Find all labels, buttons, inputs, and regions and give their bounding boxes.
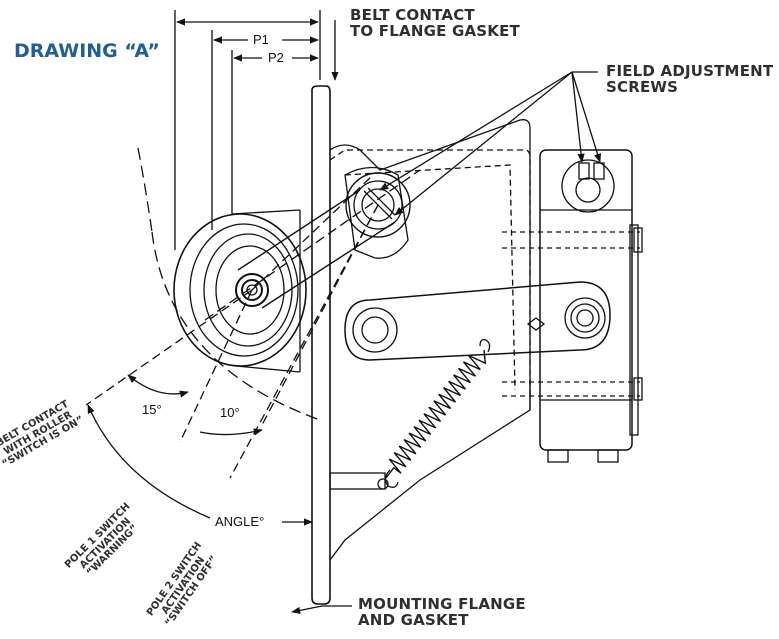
adjustment-screw (593, 162, 605, 180)
callout-line: MOUNTING FLANGE (358, 595, 526, 613)
roller-axle (246, 284, 258, 296)
pivot-hub-body (344, 166, 409, 259)
angle-label-10: 10° (220, 405, 240, 420)
link-pin (526, 317, 546, 331)
callout-line: SCREWS (606, 77, 679, 96)
callout-belt-contact-flange: BELT CONTACT TO FLANGE GASKET (350, 6, 520, 40)
cam-pivot-right (564, 297, 606, 339)
adjustment-dial-inner (361, 188, 395, 222)
dimension-label-p1: P1 (253, 32, 269, 47)
angle-arc-15 (127, 374, 189, 398)
callout-line: TO FLANGE GASKET (350, 21, 520, 40)
cam-link-arm (344, 281, 611, 361)
spring-anchor-pin (377, 478, 389, 490)
drawing-title: DRAWING “A” (14, 40, 160, 62)
spring-hook (479, 338, 491, 353)
leader-field-adjustment (571, 71, 602, 163)
callout-line: BELT CONTACT (350, 6, 475, 24)
angle-arc-main (87, 404, 211, 519)
adjustment-boss-inner (575, 177, 601, 203)
roller-side (231, 209, 301, 373)
roller-face (215, 245, 285, 335)
bolt-head (633, 377, 643, 401)
housing-bracket (329, 119, 531, 171)
angle-ray-10 (179, 289, 253, 443)
housing-hidden-line (329, 149, 531, 395)
tension-spring (385, 349, 487, 479)
housing-hidden-line (344, 164, 516, 391)
cam-pivot-right-center (576, 309, 594, 327)
callout-field-adjustment: FIELD ADJUSTMENT SCREWS (606, 62, 774, 96)
switch-box-cover (629, 224, 639, 436)
adjustment-dial-mark (367, 187, 396, 216)
cam-pivot-left (352, 307, 398, 353)
callout-mounting-flange: MOUNTING FLANGE AND GASKET (358, 595, 526, 629)
roller-swing-arc-top (137, 147, 153, 233)
dimension-label-p2: P2 (268, 50, 284, 65)
leader-field-adjustment (571, 71, 585, 163)
spring-anchor-block (329, 472, 386, 490)
cam-pivot-right-inner (570, 303, 600, 333)
angle-ray-15 (85, 289, 253, 406)
adjustment-dial-outer (345, 172, 411, 238)
switch-box-foot (597, 449, 619, 463)
bolt-head (633, 227, 643, 253)
adjustment-dial (353, 180, 403, 230)
roller-rim-inner (203, 233, 293, 347)
roller-hub-inner (241, 279, 263, 301)
leader-mounting-flange (291, 605, 352, 614)
roller-outer (173, 213, 307, 367)
leader-field-adjustment (379, 71, 573, 191)
switch-box-foot (547, 449, 569, 463)
adjustment-screw (578, 162, 590, 180)
roller-swing-arc (151, 231, 321, 421)
roller-rim (189, 223, 299, 357)
callout-line: AND GASKET (358, 610, 469, 629)
mounting-flange (311, 85, 331, 605)
angle-label-15: 15° (142, 402, 162, 417)
switch-box (539, 149, 633, 451)
angle-label-main: ANGLE° (215, 514, 265, 529)
angle-arc-10 (199, 428, 263, 436)
roller-arm-centerline (204, 169, 421, 321)
callout-line: FIELD ADJUSTMENT (606, 62, 774, 80)
adjustment-boss (561, 159, 615, 213)
angle-ray (261, 204, 379, 426)
cam-pivot-left-inner (361, 316, 389, 344)
roller-hub (235, 273, 269, 307)
leader-field-adjustment (394, 71, 573, 216)
